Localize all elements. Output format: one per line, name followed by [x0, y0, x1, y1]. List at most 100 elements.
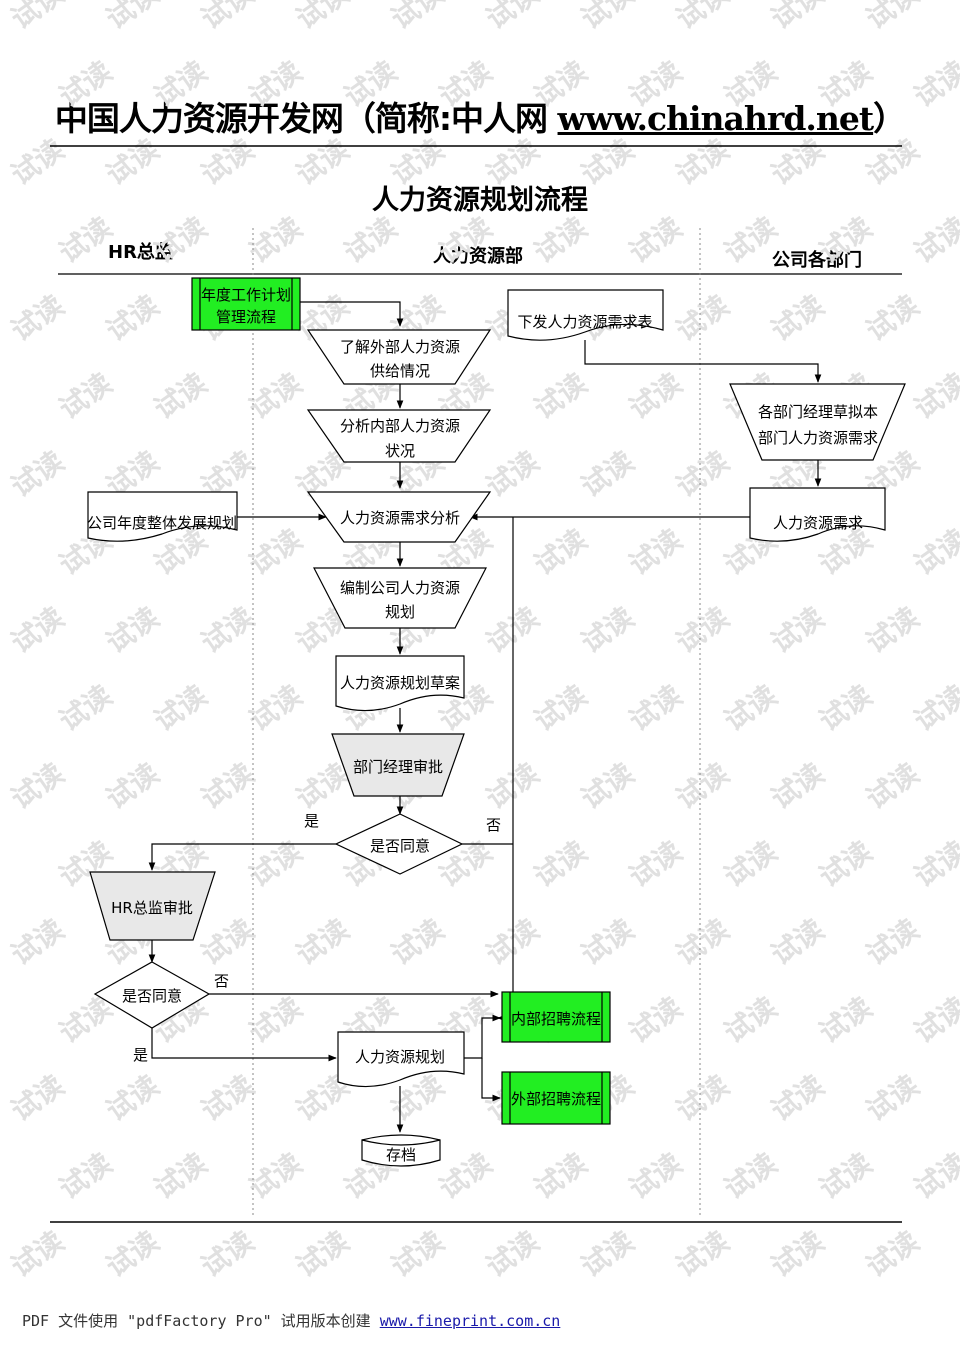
node-external-recruit	[501, 1071, 611, 1125]
node-hr-plan	[337, 1031, 465, 1088]
text-agree-1: 是否同意	[370, 837, 430, 855]
watermark-text: 试读	[718, 211, 783, 270]
watermark-text: 试读	[765, 601, 830, 660]
watermark-text: 试读	[860, 601, 925, 660]
node-internal-recruit	[501, 991, 611, 1043]
watermark-text: 试读	[670, 0, 735, 36]
node-demand-analysis	[306, 491, 492, 543]
watermark-text: 试读	[908, 367, 960, 426]
watermark-text: 试读	[243, 1147, 308, 1206]
watermark-text: 试读	[5, 757, 70, 816]
watermark-text: 试读	[5, 1225, 70, 1284]
watermark-text: 试读	[528, 55, 593, 114]
watermark-text: 试读	[100, 757, 165, 816]
node-internal-analysis	[306, 409, 492, 463]
watermark-text: 试读	[908, 1147, 960, 1206]
watermark-text: 试读	[528, 1147, 593, 1206]
watermark-text: 试读	[433, 55, 498, 114]
watermark-text: 试读	[623, 55, 688, 114]
node-annual-plan	[191, 277, 301, 331]
node-external-supply	[306, 329, 492, 385]
watermark-text: 试读	[195, 1225, 260, 1284]
lane-label-hr-director: HR总监	[108, 242, 173, 263]
site-title-text: 中国人力资源开发网（简称:中人网	[54, 99, 558, 138]
watermark-text: 试读	[100, 289, 165, 348]
text-external-1: 了解外部人力资源	[340, 338, 460, 356]
watermark-text: 试读	[765, 913, 830, 972]
watermark-text: 试读	[195, 1069, 260, 1128]
label-no-1: 否	[486, 816, 501, 834]
text-external-2: 供给情况	[370, 362, 430, 380]
text-annual-plan-2: 管理流程	[216, 308, 276, 326]
watermark-text: 试读	[670, 1225, 735, 1284]
watermark-text: 试读	[5, 601, 70, 660]
watermark-text: 试读	[100, 1069, 165, 1128]
footer-text: PDF 文件使用 "pdfFactory Pro" 试用版本创建	[22, 1312, 380, 1330]
lane-label-departments: 公司各部门	[772, 250, 862, 271]
watermark-text: 试读	[575, 133, 640, 192]
node-issue-form	[507, 289, 664, 341]
watermark-text: 试读	[195, 0, 260, 36]
node-manager-approval	[331, 733, 465, 797]
text-archive: 存档	[386, 1146, 416, 1164]
watermark-text: 试读	[860, 1225, 925, 1284]
watermark-text: 试读	[148, 679, 213, 738]
watermark-text: 试读	[670, 445, 735, 504]
watermark-text: 试读	[290, 1225, 355, 1284]
watermark-text: 试读	[670, 133, 735, 192]
watermark-text: 试读	[765, 757, 830, 816]
watermark-text: 试读	[528, 523, 593, 582]
watermark-text: 试读	[100, 601, 165, 660]
text-compile-2: 规划	[385, 603, 415, 621]
watermark-text: 试读	[575, 601, 640, 660]
text-issue-form: 下发人力资源需求表	[517, 313, 652, 331]
site-url-link[interactable]: www.chinahrd.net	[557, 99, 875, 138]
watermark-text: 试读	[195, 133, 260, 192]
watermark-text: 试读	[813, 835, 878, 894]
watermark-text: 试读	[575, 0, 640, 36]
edge-plan-to-external-recruit	[481, 1058, 501, 1102]
watermark-text: 试读	[100, 133, 165, 192]
watermark-text: 试读	[433, 1147, 498, 1206]
watermark-text: 试读	[575, 445, 640, 504]
watermark-text: 试读	[813, 1147, 878, 1206]
label-yes-2: 是	[133, 1046, 148, 1064]
watermark-text: 试读	[338, 211, 403, 270]
node-decision-1	[334, 813, 464, 875]
edge-issue-to-dept-draft	[584, 340, 822, 383]
watermark-text: 试读	[623, 367, 688, 426]
watermark-text: 试读	[670, 289, 735, 348]
watermark-text: 试读	[908, 523, 960, 582]
watermark-text: 试读	[623, 523, 688, 582]
watermark-text: 试读	[908, 991, 960, 1050]
node-compile-plan	[313, 567, 487, 629]
watermark-text: 试读	[908, 55, 960, 114]
watermark-text: 试读	[480, 133, 545, 192]
text-annual-plan-1: 年度工作计划	[201, 286, 291, 304]
text-compile-1: 编制公司人力资源	[340, 579, 460, 597]
watermark-text: 试读	[53, 679, 118, 738]
watermark-text: 试读	[385, 133, 450, 192]
watermark-text: 试读	[860, 913, 925, 972]
watermark-text: 试读	[670, 601, 735, 660]
node-decision-2	[93, 961, 211, 1029]
watermark-text: 试读	[718, 55, 783, 114]
footer-link[interactable]: www.fineprint.com.cn	[379, 1312, 561, 1330]
watermark-text: 试读	[718, 991, 783, 1050]
watermark-text: 试读	[908, 211, 960, 270]
watermark-text: 试读	[623, 679, 688, 738]
watermark-text: 试读	[433, 211, 498, 270]
watermark-text: 试读	[53, 1147, 118, 1206]
watermark-text: 试读	[243, 523, 308, 582]
node-archive	[361, 1134, 441, 1167]
watermark-text: 试读	[765, 289, 830, 348]
text-draft: 人力资源规划草案	[340, 674, 460, 692]
site-title-end: ）	[873, 99, 906, 138]
watermark-text: 试读	[5, 0, 70, 36]
watermark-text: 试读	[480, 445, 545, 504]
label-yes-1: 是	[304, 812, 319, 830]
watermark-text: 试读	[670, 1069, 735, 1128]
watermark-text: 试读	[528, 367, 593, 426]
watermark-text: 试读	[623, 211, 688, 270]
footer-note: PDF 文件使用 "pdfFactory Pro" 试用版本创建 www.fin…	[22, 1310, 560, 1331]
